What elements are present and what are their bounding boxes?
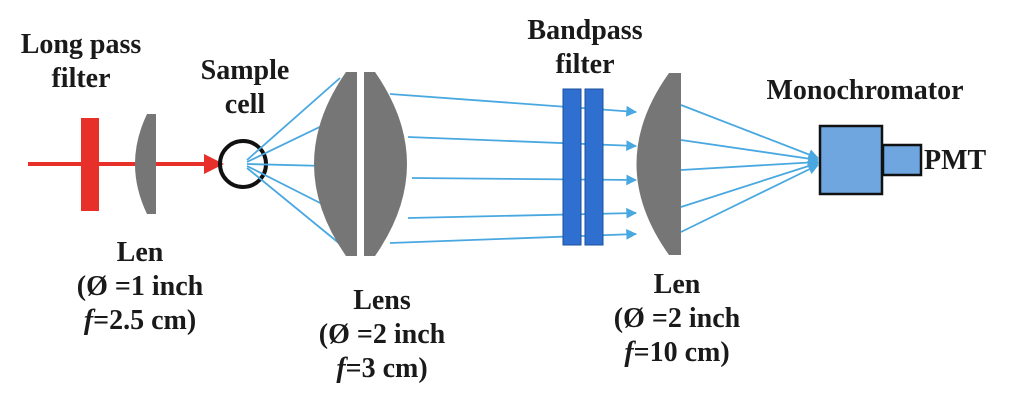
monochromator-label: Monochromator xyxy=(766,75,964,106)
bandpass-filter-plate-2 xyxy=(584,88,604,246)
lens-3-label: Len (Ø =2 inch f=10 cm) xyxy=(613,269,741,368)
lens-1-label: Len (Ø =1 inch f=2.5 cm) xyxy=(76,237,204,336)
converging-rays xyxy=(680,104,820,233)
monochromator-box xyxy=(818,124,884,196)
long-pass-filter xyxy=(81,118,99,211)
lens-3 xyxy=(636,73,681,255)
sample-cell-label: Sample cell xyxy=(200,55,290,120)
diverging-rays xyxy=(246,77,341,245)
lens-2-right xyxy=(364,72,407,256)
pmt-label: PMT xyxy=(924,145,987,176)
pmt-box xyxy=(881,143,923,177)
bandpass-filter-label: Bandpass filter xyxy=(527,15,643,80)
lens-2-label: Lens (Ø =2 inch f=3 cm) xyxy=(318,285,446,384)
long-pass-filter-label: Long pass filter xyxy=(20,29,142,94)
lens-2-left xyxy=(314,72,357,256)
lens-1 xyxy=(135,114,156,214)
bandpass-filter-plate-1 xyxy=(562,88,582,246)
